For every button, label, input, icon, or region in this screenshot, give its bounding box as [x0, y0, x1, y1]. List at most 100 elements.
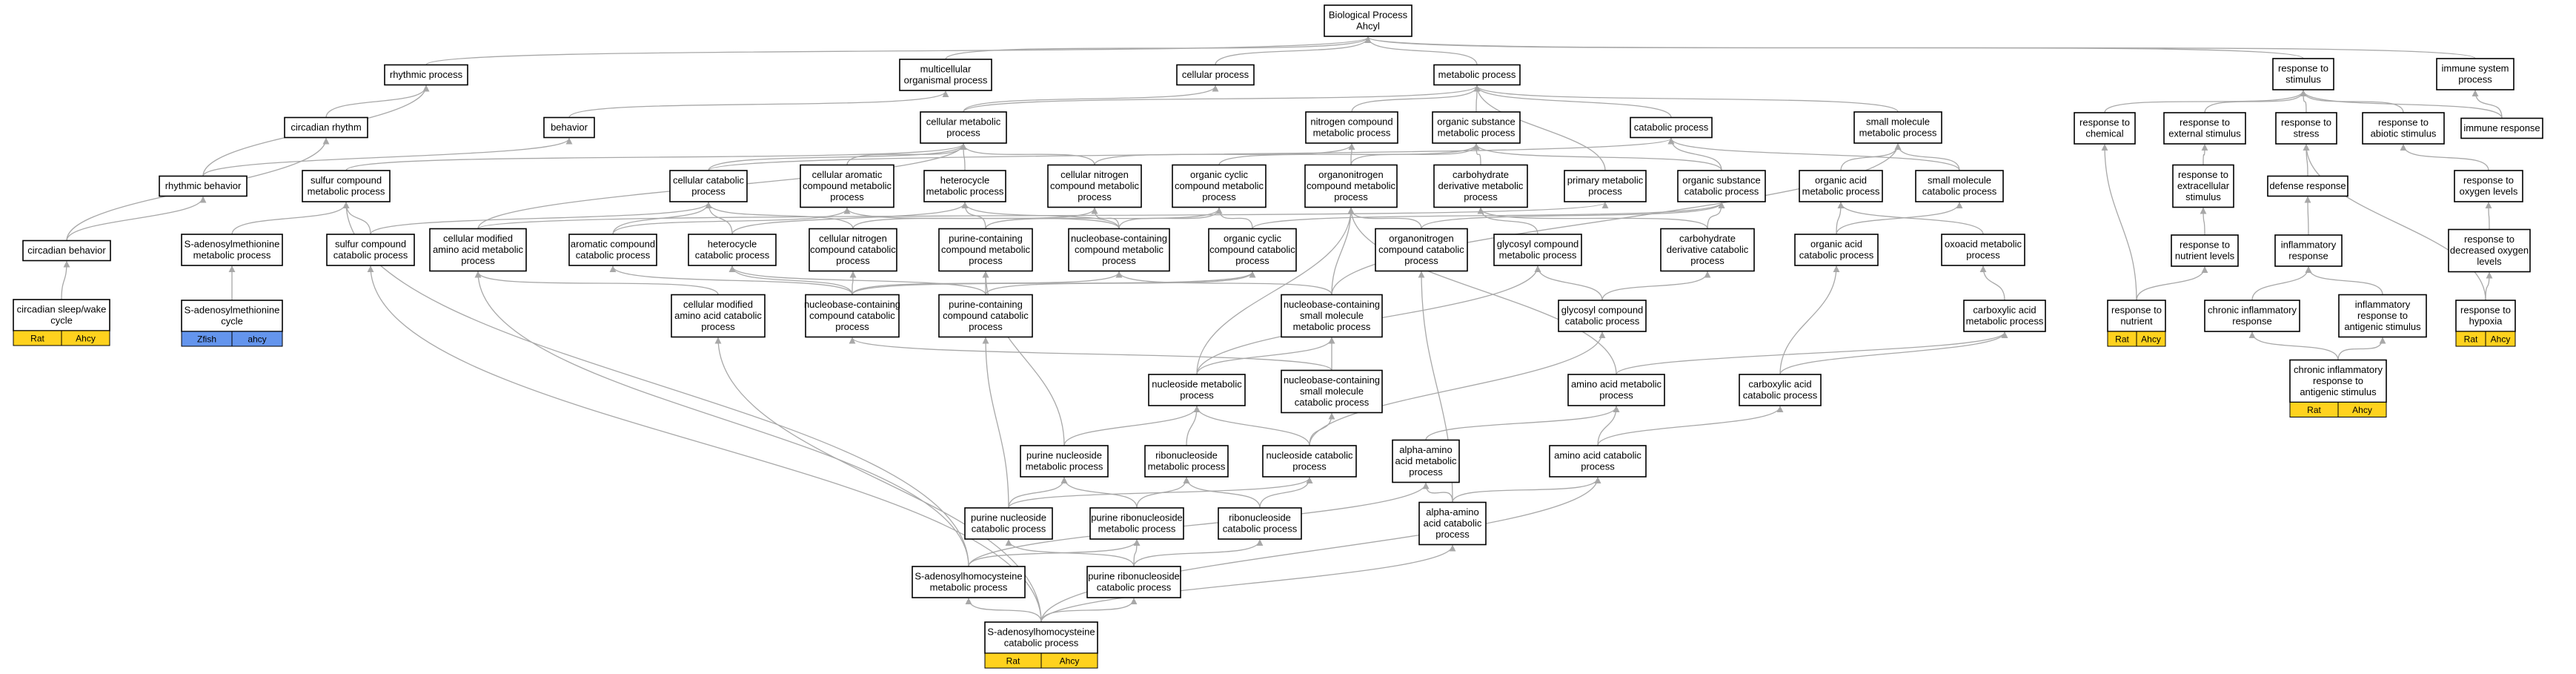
term-label-line: multicellular: [920, 64, 972, 75]
go-term-catab[interactable]: catabolic process: [1630, 116, 1713, 139]
term-box: [1305, 111, 1398, 144]
term-label-line: alpha-amino: [1426, 506, 1479, 518]
go-term-metabolic[interactable]: metabolic process: [1433, 64, 1521, 86]
term-label-line: process: [1404, 255, 1438, 266]
go-term-rhythm-beh[interactable]: rhythmic behavior: [159, 175, 248, 197]
edge-resp-oxy-to-resp-abiotic: [2400, 144, 2489, 171]
go-term-circ-rhythm[interactable]: circadian rhythm: [284, 116, 368, 139]
term-label-line: catabolic process: [1565, 316, 1640, 327]
term-label-line: stimulus: [2285, 74, 2321, 85]
go-term-immune-resp[interactable]: immune response: [2460, 117, 2543, 139]
term-box: [1558, 300, 1647, 332]
edge-cell-catab-to-cell-metab: [708, 143, 967, 171]
go-term-defense[interactable]: defense response: [2267, 175, 2348, 197]
term-box: [1433, 164, 1528, 208]
edge-circ-sleep-wake-to-circ-sleep: [61, 260, 70, 300]
term-label-line: metabolic process: [1098, 523, 1176, 535]
edge-sah-cat-to-sulfur-cat: [367, 265, 1042, 623]
term-box: [669, 170, 748, 202]
go-term-circ-sleep[interactable]: circadian behavior: [22, 239, 111, 262]
go-term-rhythmic[interactable]: rhythmic process: [384, 64, 468, 86]
term-label-line: metabolic process: [1148, 461, 1226, 472]
go-term-cellular[interactable]: cellular process: [1176, 64, 1255, 86]
term-label-line: cellular nitrogen: [1060, 169, 1129, 180]
go-term-behavior[interactable]: behavior: [543, 116, 595, 139]
edge-rhythm-beh-to-behavior: [202, 137, 573, 176]
